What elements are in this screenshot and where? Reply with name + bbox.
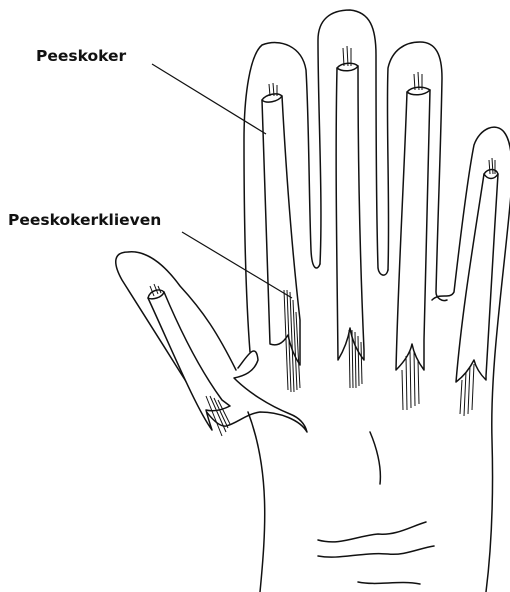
sheath-middle-finger <box>336 46 364 388</box>
label-sheath: Peeskoker <box>36 47 127 65</box>
sheath-little-finger <box>456 158 498 416</box>
hand-outline <box>116 10 510 592</box>
sheath-ring-finger <box>396 72 430 410</box>
label-sheath-cleft: Peeskokerklieven <box>8 211 161 229</box>
sheath-thumb <box>148 284 230 436</box>
sheath-index-finger <box>262 83 300 392</box>
